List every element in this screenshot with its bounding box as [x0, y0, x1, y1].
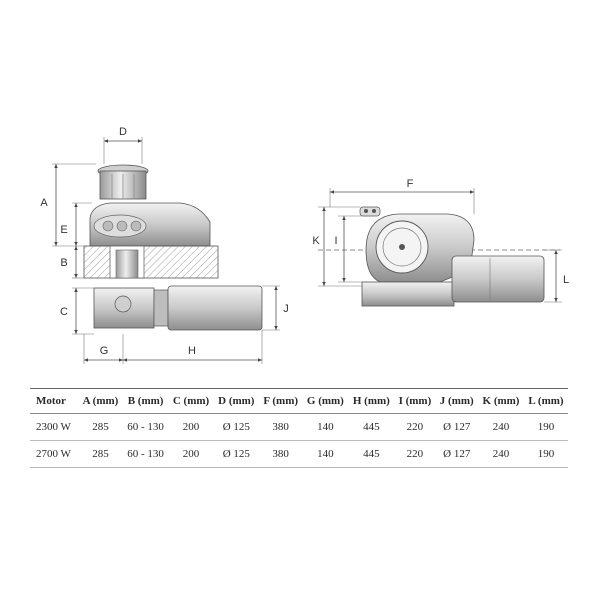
dim-label-l: L — [563, 274, 569, 286]
dim-label-g: G — [100, 345, 109, 357]
table-cell: 190 — [523, 440, 568, 468]
dim-label-d: D — [119, 126, 127, 138]
dim-label-f: F — [407, 178, 414, 190]
table-cell: 285 — [78, 413, 123, 441]
table-header-row: Motor A (mm) B (mm) C (mm) D (mm) F (mm)… — [30, 388, 568, 414]
table-cell: 445 — [348, 413, 395, 441]
table-cell: 380 — [258, 413, 303, 441]
motor-front — [451, 255, 545, 303]
table-cell: Ø 125 — [213, 413, 259, 441]
table-cell: Ø 127 — [435, 413, 479, 441]
dim-label-e: E — [60, 224, 67, 236]
header-cell: H (mm) — [348, 388, 395, 414]
table-cell: 200 — [168, 440, 214, 468]
table-row: 2300 W 285 60 - 130 200 Ø 125 380 140 44… — [30, 413, 568, 441]
header-cell: D (mm) — [213, 388, 259, 414]
table-cell: 220 — [394, 413, 436, 441]
table-cell: 240 — [478, 440, 524, 468]
header-cell: F (mm) — [258, 388, 303, 414]
table-cell: 445 — [348, 440, 395, 468]
table-cell: Ø 125 — [213, 440, 259, 468]
table-cell: 2300 W — [30, 413, 79, 441]
side-view: D A E B C J G H — [40, 126, 289, 364]
front-view: F K I L — [312, 178, 569, 307]
table-cell: 380 — [258, 440, 303, 468]
header-cell: C (mm) — [168, 388, 214, 414]
header-cell: Motor — [30, 388, 79, 414]
header-cell: A (mm) — [78, 388, 123, 414]
gearbox-front — [361, 281, 455, 307]
table-cell: Ø 127 — [435, 440, 479, 468]
table-cell: 240 — [478, 413, 524, 441]
dim-label-b: B — [60, 257, 67, 269]
table-row: 2700 W 285 60 - 130 200 Ø 125 380 140 44… — [30, 440, 568, 468]
dim-label-k: K — [312, 235, 320, 247]
header-cell: G (mm) — [302, 388, 349, 414]
dim-label-j: J — [283, 303, 289, 315]
dimensions-table: Motor A (mm) B (mm) C (mm) D (mm) F (mm)… — [30, 388, 568, 468]
deck-section — [83, 245, 219, 279]
table-cell: 200 — [168, 413, 214, 441]
header-cell: I (mm) — [394, 388, 436, 414]
table-cell: 60 - 130 — [122, 440, 169, 468]
table-cell: 60 - 130 — [122, 413, 169, 441]
table-cell: 2700 W — [30, 440, 79, 468]
table-cell: 140 — [302, 440, 349, 468]
table-cell: 190 — [523, 413, 568, 441]
table-cell: 140 — [302, 413, 349, 441]
windlass-drawing: D A E B C J G H — [40, 126, 569, 364]
header-cell: L (mm) — [523, 388, 568, 414]
header-cell: J (mm) — [435, 388, 479, 414]
dim-label-i: I — [334, 235, 337, 247]
table-cell: 285 — [78, 440, 123, 468]
motor — [167, 285, 263, 331]
header-cell: K (mm) — [478, 388, 524, 414]
dim-label-a: A — [40, 197, 48, 209]
dim-label-h: H — [188, 345, 196, 357]
header-cell: B (mm) — [122, 388, 169, 414]
dim-label-c: C — [60, 306, 68, 318]
table-cell: 220 — [394, 440, 436, 468]
